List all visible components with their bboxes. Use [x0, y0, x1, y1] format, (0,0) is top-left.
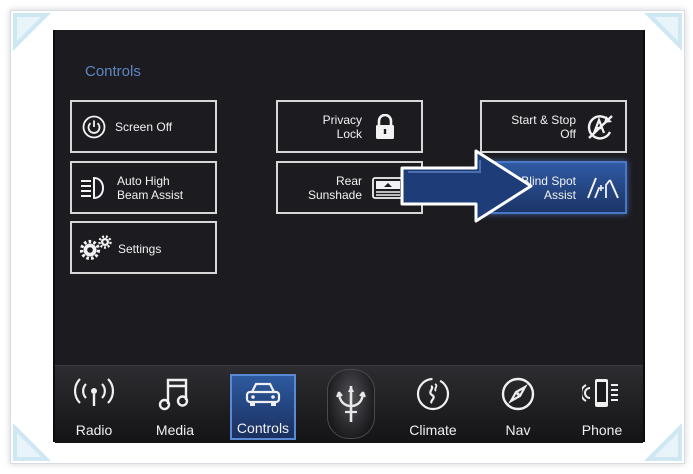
trident-logo-icon [335, 384, 367, 429]
nav-climate-label: Climate [409, 422, 457, 438]
pointer-arrow-icon [400, 149, 533, 223]
nav-controls[interactable]: Controls [230, 366, 296, 443]
infotainment-screen: Controls Screen Off Auto High Beam Assis… [53, 30, 645, 443]
start-stop-off-button[interactable]: Start & Stop Off [480, 100, 627, 153]
start-stop-label-line2: Off [560, 127, 576, 141]
settings-button[interactable]: Settings [70, 221, 217, 274]
car-icon [244, 380, 282, 413]
privacy-lock-label-line1: Privacy [322, 113, 362, 127]
privacy-lock-button[interactable]: Privacy Lock [276, 100, 423, 153]
headlight-icon [80, 176, 108, 202]
phone-icon [580, 376, 622, 415]
compass-icon [500, 376, 536, 417]
privacy-lock-label-line2: Lock [336, 127, 362, 141]
page-title: Controls [85, 63, 141, 80]
start-stop-label-line1: Start & Stop [511, 113, 576, 127]
nav-phone-label: Phone [581, 422, 623, 438]
power-icon [82, 115, 106, 142]
nav-climate[interactable]: Climate [398, 366, 468, 443]
settings-label: Settings [118, 242, 162, 256]
nav-radio[interactable]: Radio [61, 366, 127, 443]
rear-sunshade-label-line2: Sunshade [307, 188, 362, 202]
bottom-nav-bar: Radio Media Controls Climate [55, 365, 643, 443]
climate-icon [414, 376, 452, 417]
screen-off-label: Screen Off [115, 120, 173, 134]
nav-nav[interactable]: Nav [485, 366, 551, 443]
nav-nav-label: Nav [505, 422, 531, 438]
nav-media-label: Media [155, 422, 195, 438]
corner-decoration [11, 421, 53, 463]
corner-decoration [642, 421, 684, 463]
nav-radio-label: Radio [75, 422, 113, 438]
home-button[interactable] [327, 369, 375, 439]
nav-controls-label: Controls [236, 420, 290, 436]
start-stop-icon [585, 113, 615, 144]
blind-spot-label-line1: Blind Spot [521, 174, 576, 188]
gears-icon [79, 235, 113, 264]
nav-media[interactable]: Media [142, 366, 208, 443]
corner-decoration [11, 11, 53, 53]
corner-decoration [642, 11, 684, 53]
nav-phone[interactable]: Phone [567, 366, 637, 443]
blind-spot-icon [586, 176, 620, 203]
blind-spot-label-line2: Assist [543, 188, 576, 202]
auto-high-beam-label-line2: Beam Assist [117, 188, 184, 202]
rear-sunshade-label-line1: Rear [335, 174, 362, 188]
screen-off-button[interactable]: Screen Off [70, 100, 217, 153]
auto-high-beam-assist-button[interactable]: Auto High Beam Assist [70, 161, 217, 214]
auto-high-beam-label-line1: Auto High [117, 174, 170, 188]
music-note-icon [158, 376, 192, 417]
lock-icon [374, 113, 396, 143]
radio-icon [73, 376, 115, 415]
rear-sunshade-button[interactable]: Rear Sunshade [276, 161, 423, 214]
